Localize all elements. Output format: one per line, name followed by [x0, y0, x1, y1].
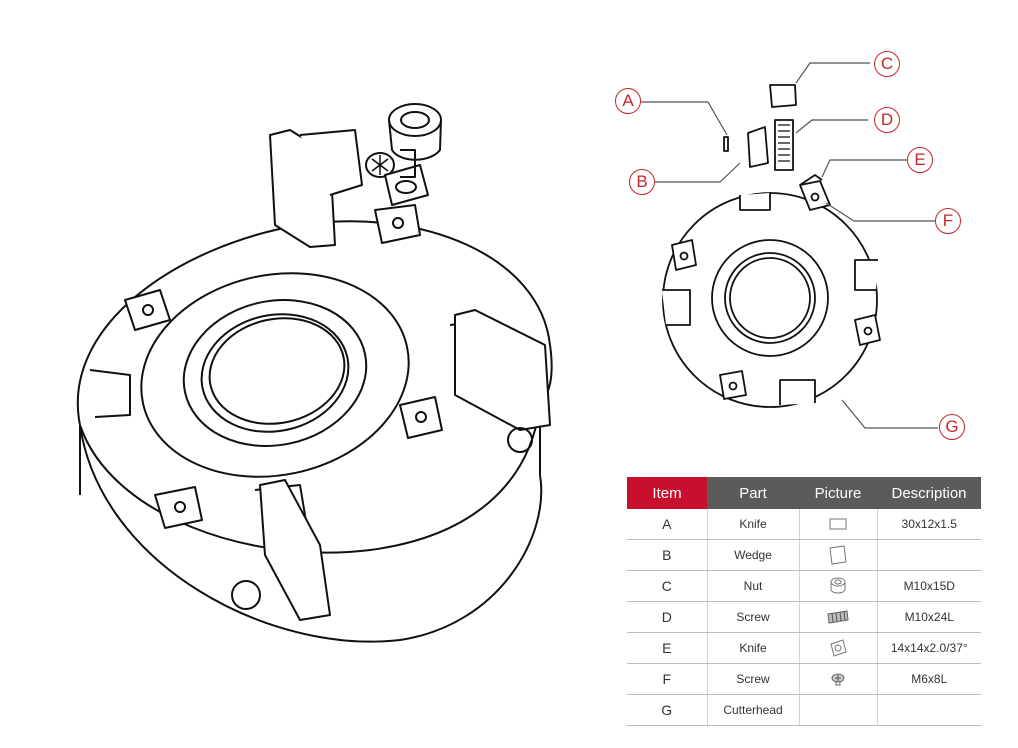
parts-table: Item Part Picture Description A Knife 30… [627, 477, 981, 726]
table-row: B Wedge [627, 539, 981, 571]
cell-item: A [627, 509, 707, 540]
table-row: C Nut M10x15D [627, 570, 981, 602]
cell-part: Cutterhead [706, 694, 799, 726]
cell-part: Nut [706, 570, 799, 602]
cell-item: F [627, 663, 707, 695]
cell-description: M10x24L [876, 601, 981, 633]
table-header-row: Item Part Picture Description [627, 477, 981, 509]
cell-item: E [627, 632, 707, 664]
callout-c: C [874, 51, 900, 77]
table-row: F Screw M6x8L [627, 663, 981, 695]
cutterhead-isometric-drawing [77, 103, 553, 643]
torx-screw-icon [798, 663, 877, 695]
cell-part: Knife [706, 509, 799, 540]
callout-g: G [939, 414, 965, 440]
cell-part: Screw [706, 601, 799, 633]
cell-item: C [627, 570, 707, 602]
cell-description: M10x15D [876, 570, 981, 602]
table-row: D Screw M10x24L [627, 601, 981, 633]
cell-item: G [627, 694, 707, 726]
wedge-icon [798, 539, 877, 571]
cell-part: Wedge [706, 539, 799, 571]
header-part: Part [707, 477, 799, 509]
callout-a: A [615, 88, 641, 114]
table-row: G Cutterhead [627, 694, 981, 726]
cell-description: 30x12x1.5 [876, 509, 981, 540]
cell-item: D [627, 601, 707, 633]
header-item: Item [627, 477, 707, 509]
callout-e: E [907, 147, 933, 173]
callout-d: D [874, 107, 900, 133]
callout-f: F [935, 208, 961, 234]
screw-icon [798, 601, 877, 633]
insert-knife-icon [798, 632, 877, 664]
callout-b: B [629, 169, 655, 195]
cell-picture-empty [798, 694, 877, 726]
table-row: A Knife 30x12x1.5 [627, 509, 981, 540]
cell-part: Knife [706, 632, 799, 664]
header-picture: Picture [799, 477, 877, 509]
cutterhead-plan-view [641, 62, 938, 429]
table-row: E Knife 14x14x2.0/37° [627, 632, 981, 664]
cell-description [876, 539, 981, 571]
cell-description [876, 694, 981, 726]
cell-description: 14x14x2.0/37° [876, 632, 981, 664]
header-description: Description [877, 477, 981, 509]
nut-icon [798, 570, 877, 602]
cell-description: M6x8L [876, 663, 981, 695]
knife-icon [798, 509, 877, 540]
cell-part: Screw [706, 663, 799, 695]
cell-item: B [627, 539, 707, 571]
